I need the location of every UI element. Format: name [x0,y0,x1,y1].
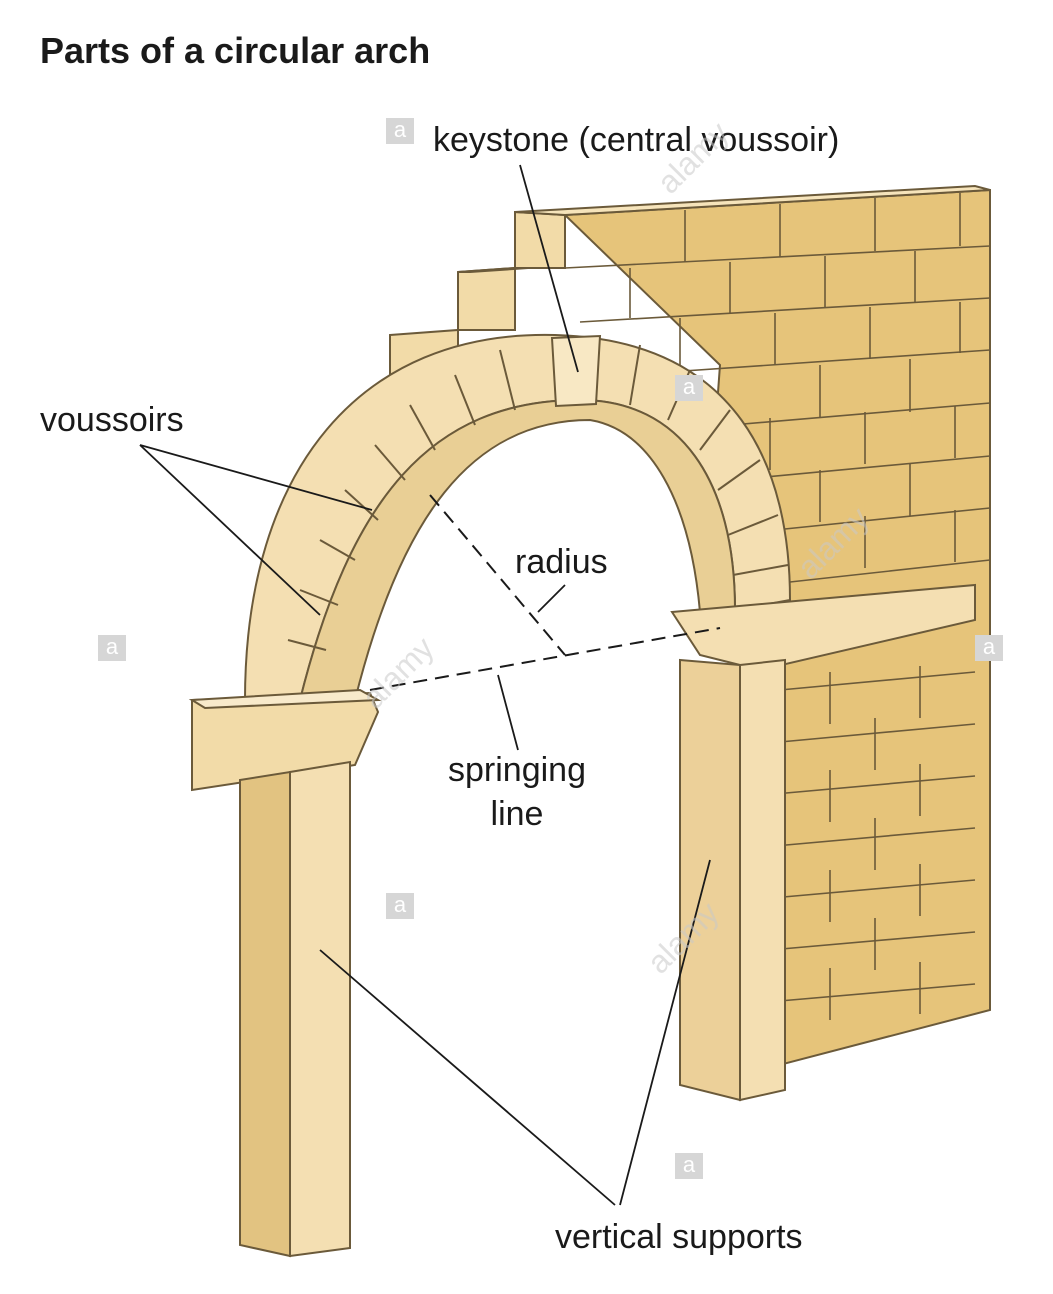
label-springing-line-2: line [490,795,544,834]
watermark-badge: a [386,118,414,144]
label-vertical-supports: vertical supports [555,1218,803,1256]
watermark-badge: a [975,635,1003,661]
label-voussoirs: voussoirs [40,401,184,439]
label-springing-line: springing line [432,748,602,836]
watermark-badge: a [675,375,703,401]
watermark-badge: a [386,893,414,919]
springing-line [369,627,721,691]
diagram-title: Parts of a circular arch [40,30,431,71]
label-springing-line-1: springing [448,751,586,789]
label-radius: radius [515,543,608,581]
label-keystone: keystone (central voussoir) [433,121,840,159]
right-support [670,583,976,1102]
watermark-badge: a [98,635,126,661]
watermark-badge: a [675,1153,703,1179]
left-support [188,688,382,1258]
leader-lines [139,164,711,1206]
dashed-guides [369,494,721,691]
radius-line [429,494,566,656]
